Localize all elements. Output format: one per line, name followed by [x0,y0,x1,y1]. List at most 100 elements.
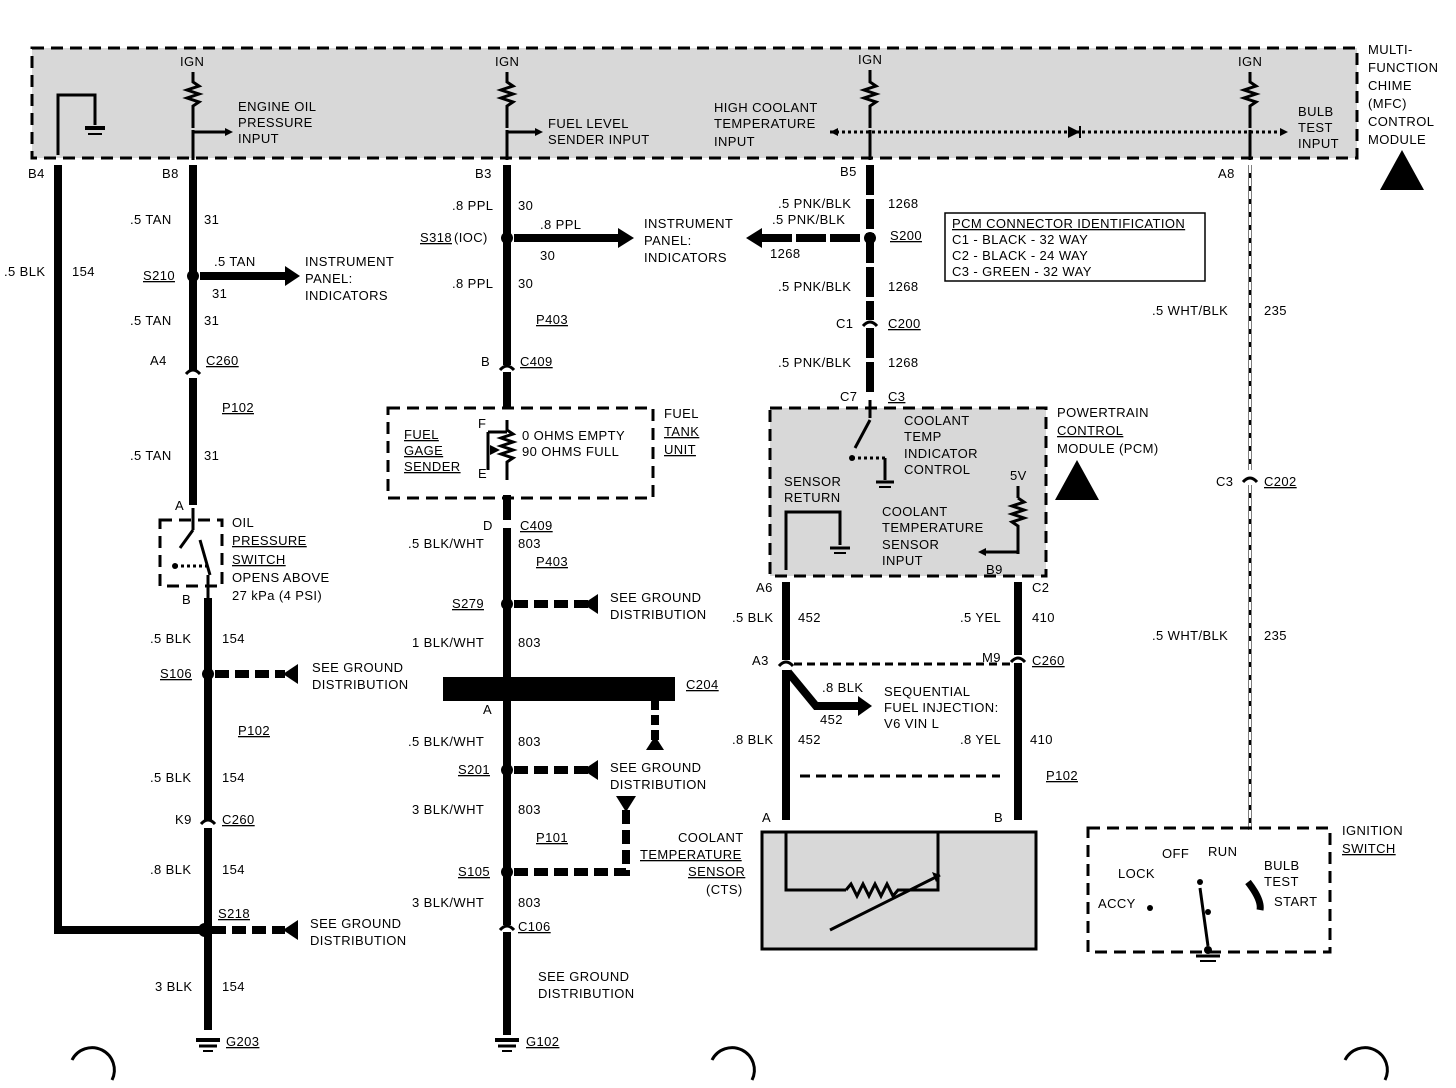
svg-text:GAGE: GAGE [404,443,443,458]
svg-text:410: 410 [1030,732,1053,747]
bulb-input-label: BULB TEST INPUT [1298,104,1339,151]
svg-text:3 BLK/WHT: 3 BLK/WHT [412,802,484,817]
svg-text:FUEL INJECTION:: FUEL INJECTION: [884,700,999,715]
svg-text:452: 452 [798,732,821,747]
svg-text:INSTRUMENT: INSTRUMENT [644,216,733,231]
svg-text:30: 30 [540,248,555,263]
svg-text:SWITCH: SWITCH [1342,841,1396,856]
svg-text:CONTROL: CONTROL [904,462,970,477]
svg-text:.8 BLK: .8 BLK [150,862,191,877]
svg-text:BULB: BULB [1298,104,1334,119]
svg-text:.5 TAN: .5 TAN [214,254,256,269]
svg-text:.5 BLK: .5 BLK [150,631,191,646]
svg-text:.5 TAN: .5 TAN [130,448,172,463]
mfc-module-boundary [30,46,1359,160]
svg-text:P403: P403 [536,554,568,569]
svg-text:B: B [994,810,1003,825]
svg-text:S218: S218 [218,906,250,921]
coolant-temperature-sensor: COOLANT TEMPERATURE SENSOR (CTS) [640,830,1038,951]
wire-fuel-level: .8 PPL 30 S318 (IOC) .8 PPL 30 INSTRUMEN… [408,165,733,1052]
svg-text:COOLANT: COOLANT [904,413,970,428]
oil-input-label: ENGINE OIL PRESSURE INPUT [238,99,316,146]
svg-text:SENSOR: SENSOR [688,864,745,879]
wire-bulb-test: .5 WHT/BLK 235 C3 C202 .5 WHT/BLK 235 [1152,165,1297,830]
svg-text:154: 154 [222,979,245,994]
wire-b4-blk: .5 BLK 154 [4,165,200,934]
svg-text:HIGH COOLANT: HIGH COOLANT [714,100,818,115]
svg-text:PRESSURE: PRESSURE [232,533,307,548]
svg-text:DISTRIBUTION: DISTRIBUTION [610,607,707,622]
svg-text:A: A [175,498,184,513]
svg-text:G203: G203 [226,1034,259,1049]
svg-text:C1: C1 [836,316,853,331]
svg-text:SEE GROUND: SEE GROUND [610,760,701,775]
svg-text:SEE GROUND: SEE GROUND [610,590,701,605]
svg-text:INSTRUMENT: INSTRUMENT [305,254,394,269]
svg-text:31: 31 [204,448,219,463]
svg-text:3 BLK/WHT: 3 BLK/WHT [412,895,484,910]
svg-text:D: D [483,518,493,533]
svg-text:S105: S105 [458,864,490,879]
svg-text:FUEL: FUEL [664,406,699,421]
svg-text:A: A [762,810,771,825]
svg-text:154: 154 [222,631,245,646]
svg-text:3 BLK: 3 BLK [155,979,192,994]
mfc-title: MULTI- FUNCTION CHIME (MFC) CONTROL MODU… [1368,42,1438,147]
svg-text:27 kPa (4 PSI): 27 kPa (4 PSI) [232,588,322,603]
svg-text:SENDER INPUT: SENDER INPUT [548,132,650,147]
svg-text:ENGINE OIL: ENGINE OIL [238,99,316,114]
svg-text:S200: S200 [890,228,922,243]
svg-text:C260: C260 [206,353,239,368]
svg-text:SENSOR: SENSOR [882,537,939,552]
svg-text:154: 154 [72,264,95,279]
svg-text:C260: C260 [222,812,255,827]
svg-text:C106: C106 [518,919,551,934]
svg-text:G102: G102 [526,1034,559,1049]
ignition-switch: IGNITION SWITCH OFF RUN LOCK ACCY BULB T… [1086,823,1403,962]
svg-text:.5 PNK/BLK: .5 PNK/BLK [772,212,845,227]
svg-text:C3: C3 [888,389,905,404]
svg-text:A6: A6 [756,580,773,595]
svg-text:SEQUENTIAL: SEQUENTIAL [884,684,970,699]
svg-text:E: E [478,466,487,481]
svg-text:S279: S279 [452,596,484,611]
svg-text:410: 410 [1032,610,1055,625]
svg-text:C1 - BLACK - 32 WAY: C1 - BLACK - 32 WAY [952,232,1088,247]
svg-text:C200: C200 [888,316,921,331]
svg-text:CONTROL: CONTROL [1368,114,1434,129]
svg-text:TANK: TANK [664,424,699,439]
svg-text:5V: 5V [1010,468,1027,483]
svg-text:.5 TAN: .5 TAN [130,313,172,328]
svg-text:(CTS): (CTS) [706,882,743,897]
svg-text:B: B [481,354,490,369]
svg-text:MODULE: MODULE [1368,132,1426,147]
svg-text:SENSOR: SENSOR [784,474,841,489]
svg-text:TEMP: TEMP [904,429,942,444]
svg-text:INPUT: INPUT [714,134,755,149]
svg-text:PANEL:: PANEL: [644,233,692,248]
svg-text:1268: 1268 [888,279,919,294]
svg-text:FUEL: FUEL [404,427,439,442]
svg-text:SEE GROUND: SEE GROUND [538,969,629,984]
svg-text:C202: C202 [1264,474,1297,489]
svg-text:M9: M9 [982,650,1001,665]
pin-b4: B4 [28,166,45,181]
svg-text:C204: C204 [686,677,719,692]
mfc-internal-ground [56,93,105,155]
svg-text:.5 PNK/BLK: .5 PNK/BLK [778,279,851,294]
svg-text:UNIT: UNIT [664,442,696,457]
svg-text:DISTRIBUTION: DISTRIBUTION [310,933,407,948]
svg-text:INPUT: INPUT [1298,136,1339,151]
svg-text:IGN: IGN [858,52,882,67]
svg-text:.5 BLK/WHT: .5 BLK/WHT [408,734,484,749]
svg-text:452: 452 [820,712,843,727]
svg-text:P102: P102 [1046,768,1078,783]
svg-text:31: 31 [212,286,227,301]
svg-text:S106: S106 [160,666,192,681]
svg-text:START: START [1274,894,1317,909]
svg-text:DISTRIBUTION: DISTRIBUTION [538,986,635,1001]
c204-bus-bar [443,677,675,701]
svg-text:.5 BLK: .5 BLK [732,610,773,625]
svg-text:C3: C3 [1216,474,1233,489]
ign-resistors: IGN IGN IGN IGN [180,52,1288,160]
